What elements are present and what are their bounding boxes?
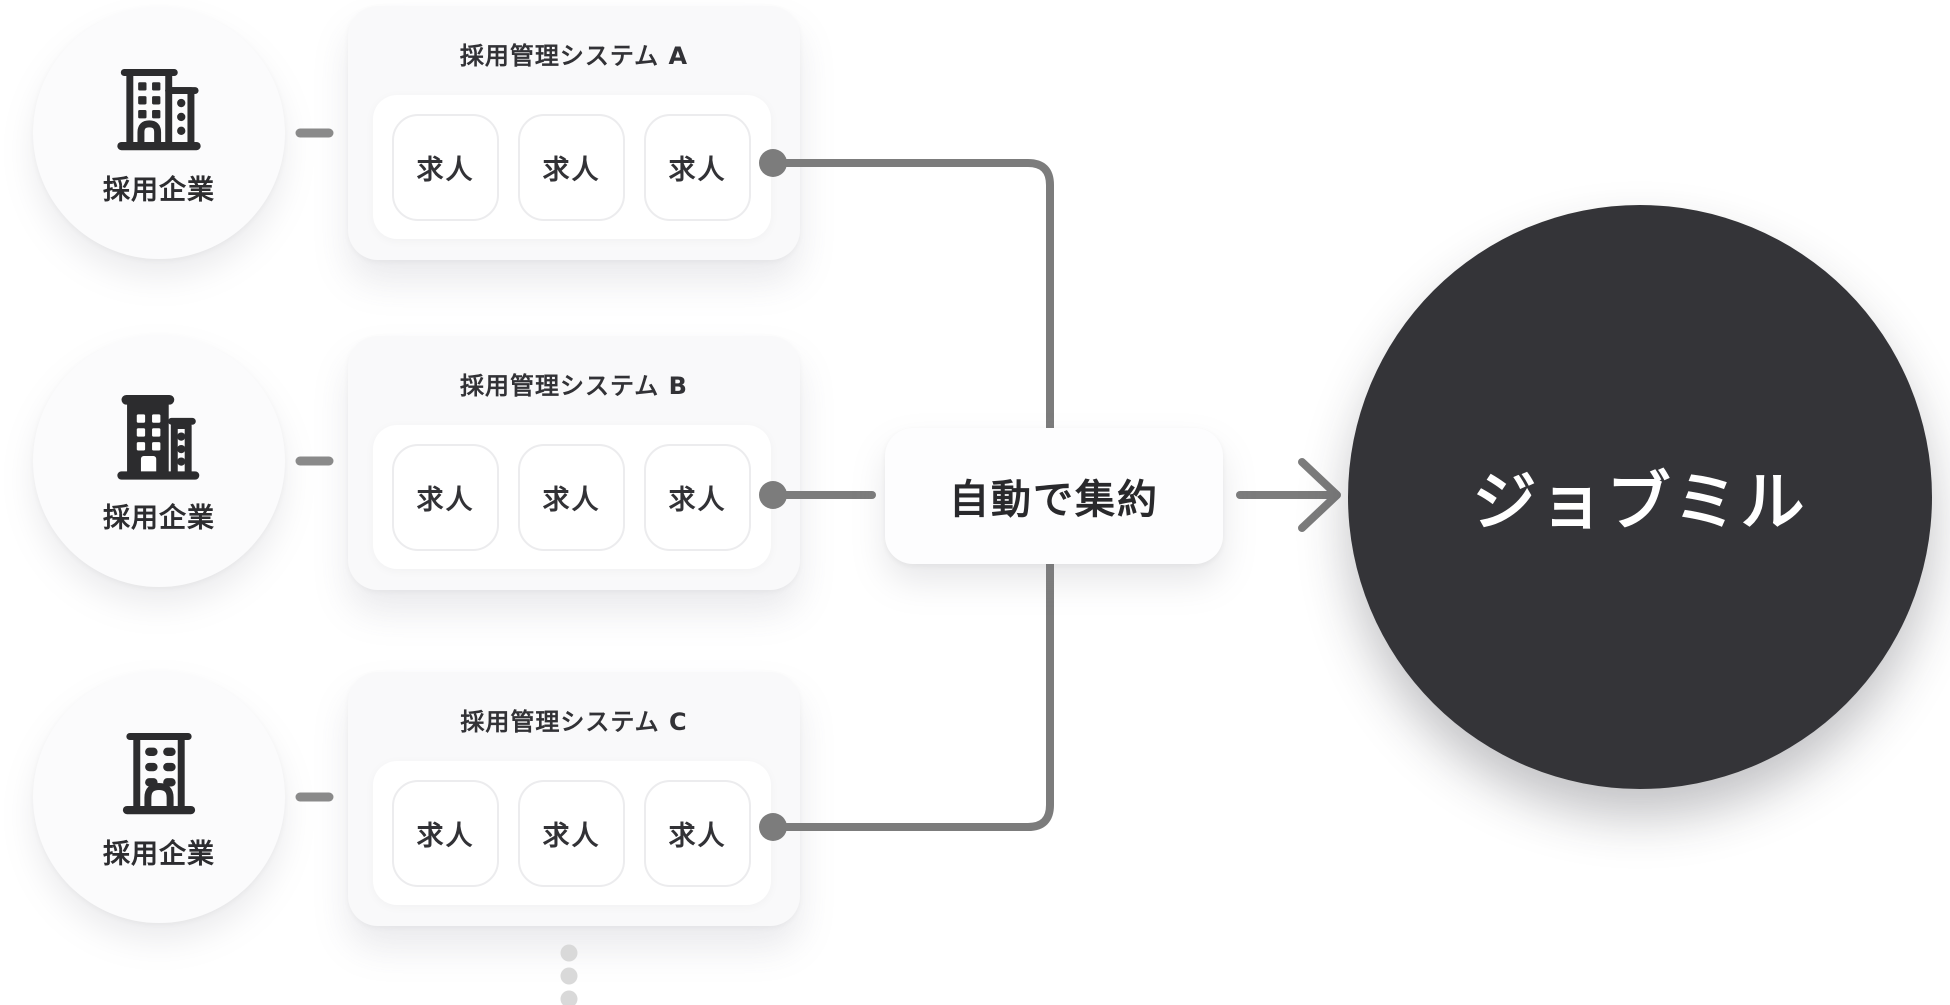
job-chip: 求人	[518, 113, 625, 221]
job-chip: 求人	[644, 779, 751, 887]
ats-card-title: 採用管理システム C	[460, 708, 688, 736]
building-single-outline-icon	[109, 724, 209, 824]
building-duo-filled-icon	[109, 388, 209, 488]
ats-card-a: 採用管理システム A 求人 求人 求人	[348, 6, 800, 260]
job-chip: 求人	[392, 443, 499, 551]
company-label: 採用企業	[103, 174, 215, 206]
ats-card-title: 採用管理システム A	[459, 42, 689, 70]
job-chip: 求人	[644, 113, 751, 221]
ats-card-title: 採用管理システム B	[460, 372, 688, 400]
company-node-1: 採用企業	[33, 7, 285, 259]
job-chip: 求人	[392, 113, 499, 221]
circle-card-dash	[295, 128, 334, 802]
company-node-2: 採用企業	[33, 335, 285, 587]
more-items-ellipsis-icon	[560, 944, 578, 1005]
job-chip: 求人	[518, 443, 625, 551]
job-chip: 求人	[644, 443, 751, 551]
job-chip: 求人	[392, 779, 499, 887]
destination-label: ジョブミル	[1472, 466, 1808, 540]
aggregator-box: 自動で集約	[885, 428, 1223, 564]
company-label: 採用企業	[103, 838, 215, 870]
job-panel: 求人 求人 求人	[373, 95, 771, 239]
destination-circle: ジョブミル	[1348, 205, 1932, 789]
ats-card-c: 採用管理システム C 求人 求人 求人	[348, 672, 800, 926]
company-label: 採用企業	[103, 502, 215, 534]
job-panel: 求人 求人 求人	[373, 761, 771, 905]
arrow-head-icon	[1298, 458, 1341, 532]
building-duo-outline-icon	[109, 60, 209, 160]
company-node-3: 採用企業	[33, 671, 285, 923]
ats-card-b: 採用管理システム B 求人 求人 求人	[348, 336, 800, 590]
job-chip: 求人	[518, 779, 625, 887]
job-panel: 求人 求人 求人	[373, 425, 771, 569]
aggregator-label: 自動で集約	[949, 477, 1159, 523]
